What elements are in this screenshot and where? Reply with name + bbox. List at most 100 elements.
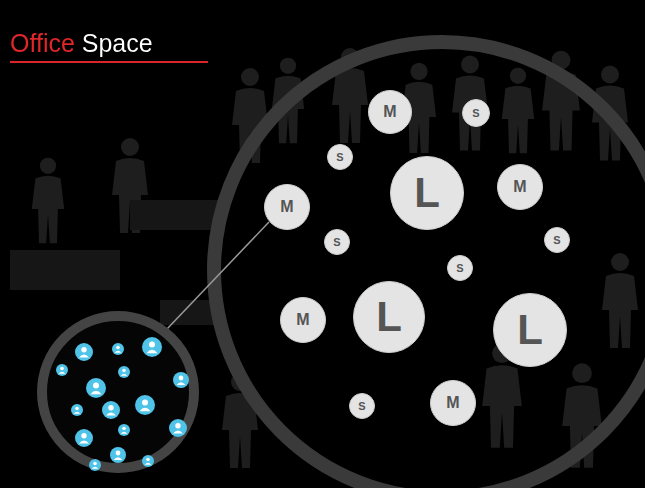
- title-underline: [10, 61, 208, 63]
- person-icon-disc: [56, 364, 68, 376]
- size-letter: S: [358, 401, 365, 412]
- circle-shape: [391, 157, 464, 230]
- team-circle: [42, 316, 194, 468]
- person-icon: [75, 343, 93, 361]
- person-head: [142, 400, 148, 406]
- size-letter: M: [446, 395, 459, 411]
- person-icon: [142, 455, 154, 467]
- size-circle: M: [497, 164, 543, 210]
- person-icon: [118, 366, 130, 378]
- size-letter: S: [553, 235, 560, 246]
- leader-line: [167, 222, 269, 329]
- person-head: [93, 462, 97, 466]
- person-icon-disc: [142, 455, 154, 467]
- person-head: [149, 342, 155, 348]
- person-head: [122, 369, 126, 373]
- size-circle: L: [493, 293, 567, 367]
- circle-shape: [463, 100, 490, 127]
- person-icon-disc: [75, 343, 93, 361]
- size-letter: M: [280, 199, 293, 215]
- person-icon: [71, 404, 83, 416]
- circle-shape: [325, 230, 350, 255]
- circle-shape: [498, 165, 543, 210]
- person-icon-disc: [118, 366, 130, 378]
- person-body: [173, 431, 183, 434]
- person-icon-disc: [75, 429, 93, 447]
- person-body: [145, 463, 152, 465]
- person-body: [147, 350, 158, 353]
- person-icon: [142, 337, 162, 357]
- size-circle: M: [280, 297, 326, 343]
- circle-shape: [265, 185, 310, 230]
- person-body: [114, 457, 123, 460]
- size-letter: S: [333, 237, 340, 248]
- person-icon-disc: [71, 404, 83, 416]
- person-head: [60, 367, 64, 371]
- person-body: [74, 412, 81, 414]
- size-circle: M: [368, 90, 412, 134]
- team-member-icons: [56, 337, 189, 471]
- size-letter: L: [376, 296, 402, 338]
- person-icon-disc: [118, 424, 130, 436]
- person-head: [122, 427, 126, 431]
- person-icon: [169, 419, 187, 437]
- person-body: [115, 351, 122, 353]
- person-icon: [110, 447, 126, 463]
- person-head: [146, 458, 150, 462]
- circle-shape: [354, 282, 425, 353]
- size-circle: L: [390, 156, 464, 230]
- person-head: [116, 346, 120, 350]
- person-icon-disc: [102, 401, 120, 419]
- person-body: [121, 432, 128, 434]
- person-body: [59, 372, 66, 374]
- size-letter: S: [336, 152, 343, 163]
- person-icon-disc: [112, 343, 124, 355]
- person-body: [92, 467, 99, 469]
- person-icon-disc: [142, 337, 162, 357]
- person-body: [79, 441, 89, 444]
- size-letter: S: [472, 108, 479, 119]
- person-head: [93, 383, 99, 389]
- person-icon-disc: [89, 459, 101, 471]
- person-body: [121, 374, 128, 376]
- size-circle: M: [430, 380, 476, 426]
- size-letter: M: [513, 179, 526, 195]
- person-icon-disc: [173, 372, 189, 388]
- circle-shape: [431, 381, 476, 426]
- size-circle: M: [264, 184, 310, 230]
- person-body: [91, 391, 102, 394]
- person-head: [116, 451, 121, 456]
- person-head: [179, 376, 184, 381]
- person-icon: [135, 395, 155, 415]
- person-body: [79, 355, 89, 358]
- person-head: [75, 407, 79, 411]
- person-icon: [112, 343, 124, 355]
- size-circle: S: [544, 227, 570, 253]
- person-icon-disc: [169, 419, 187, 437]
- circle-shape: [350, 394, 375, 419]
- person-icon-disc: [110, 447, 126, 463]
- size-circle: S: [447, 255, 473, 281]
- size-letter: S: [456, 263, 463, 274]
- person-icon: [89, 459, 101, 471]
- person-icon-disc: [86, 378, 106, 398]
- person-body: [177, 382, 186, 385]
- size-circle: L: [353, 281, 425, 353]
- person-head: [81, 347, 86, 352]
- office-space-ring: [214, 42, 645, 488]
- circle-shape: [328, 145, 353, 170]
- crowd-silhouettes: [32, 48, 638, 468]
- person-body: [140, 408, 151, 411]
- person-icon: [118, 424, 130, 436]
- circle-shape: [448, 256, 473, 281]
- circle-shape: [494, 294, 567, 367]
- size-letter: L: [414, 172, 440, 214]
- person-head: [81, 433, 86, 438]
- person-icon: [75, 429, 93, 447]
- person-icon: [102, 401, 120, 419]
- size-letter: M: [296, 312, 309, 328]
- person-icon-disc: [135, 395, 155, 415]
- circle-shape: [281, 298, 326, 343]
- circle-shape: [369, 91, 412, 134]
- size-circle: S: [327, 144, 353, 170]
